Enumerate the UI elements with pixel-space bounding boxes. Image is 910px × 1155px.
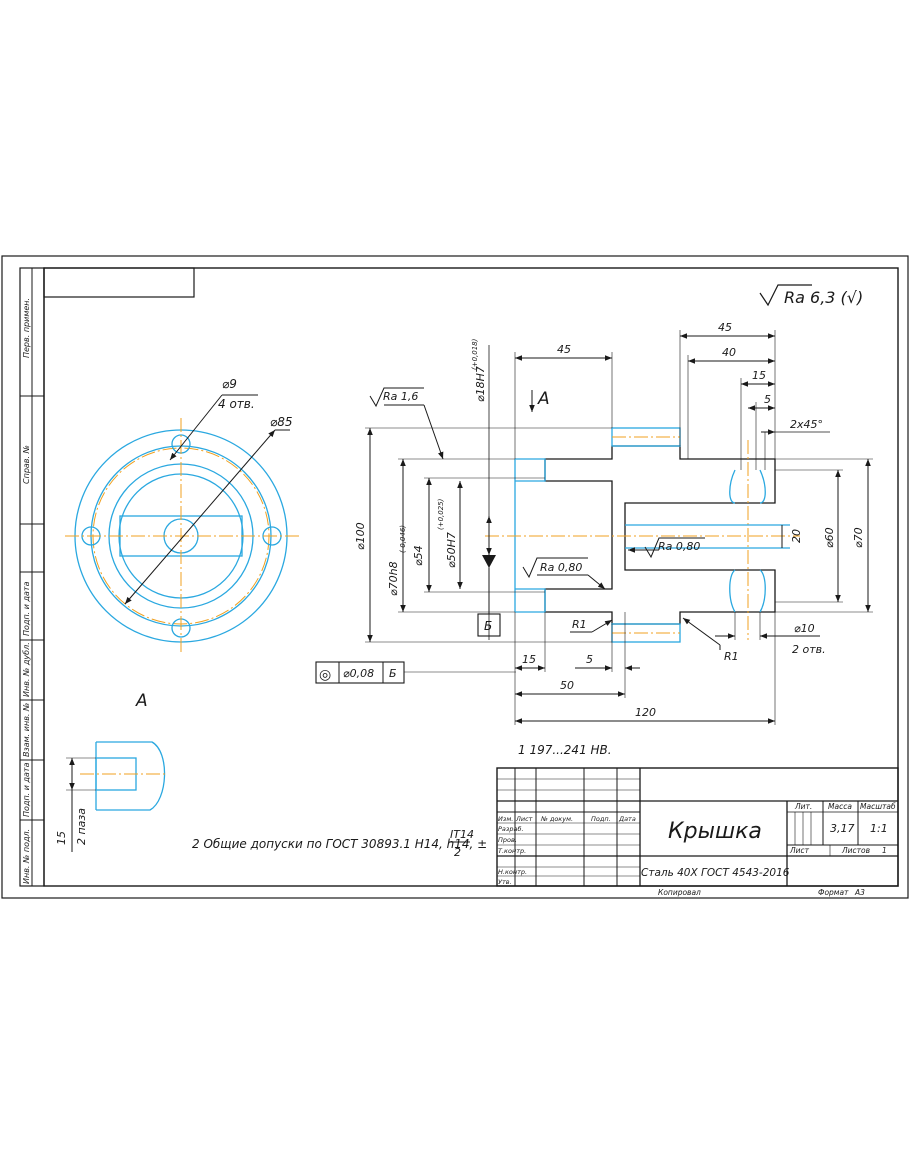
part-material: Сталь 40Х ГОСТ 4543-2016 [641, 867, 790, 879]
dim-d50: ⌀50H7 [445, 532, 458, 568]
dim-5-bot: 5 [586, 653, 593, 666]
strip-label-2: Справ. № [22, 445, 31, 484]
hdr-list: Лист [515, 815, 533, 823]
title-block: Изм. Лист № докум. Подп. Дата Разраб. Пр… [496, 767, 899, 887]
top-left-stamp-box [43, 267, 195, 298]
note-hardness: 1 197...241 HB. [518, 743, 612, 757]
part-name: Крышка [668, 819, 762, 844]
dim-45-left: 45 [557, 343, 571, 356]
strip-label-6: Подп. и дата [22, 762, 31, 817]
format-label: Формат [818, 888, 849, 897]
mass-value: 3,17 [830, 822, 855, 835]
outer-border [1, 255, 909, 899]
runout-frame: ◎ ⌀0,08 Б [315, 661, 516, 684]
strip-label-1: Перв. примен. [22, 298, 31, 358]
datum-label: Б [484, 619, 492, 633]
general-roughness-label: Ra 6,3 (√) [784, 288, 863, 307]
pcd-label: ⌀85 [270, 415, 293, 429]
dim-d70h8-tol: (-0,046) [399, 525, 407, 553]
front-view: ⌀9 4 отв. ⌀85 [65, 377, 300, 652]
radius-r1-b: R1 [724, 650, 739, 663]
hdr-doc: № докум. [540, 815, 573, 823]
dim-d60: ⌀60 [823, 527, 836, 548]
col-lit: Лит. [794, 802, 812, 811]
hole-leader [169, 394, 223, 461]
dim-5-top: 5 [764, 393, 771, 406]
runout-datum: Б [389, 667, 397, 680]
note-frac-num: IT14 [450, 828, 474, 841]
detail-dim-count: 2 паза [75, 808, 88, 845]
dim-15-top: 15 [752, 369, 766, 382]
sheet-label: Лист [789, 846, 810, 855]
side-strip: Перв. примен. Справ. № Подп. и дата Инв.… [19, 267, 45, 887]
dim-d18: ⌀18H7 [474, 366, 487, 402]
dim-d10: ⌀10 [794, 622, 815, 635]
dim-15-bot: 15 [522, 653, 536, 666]
section-view: ⌀100 ⌀70h8 (-0,046) ⌀54 ⌀50H7 (+0,025) ⌀… [354, 321, 873, 725]
note-tolerances: 2 Общие допуски по ГОСТ 30893.1 H14, h14… [192, 837, 487, 851]
format-value: А3 [854, 888, 865, 897]
runout-symbol: ◎ [319, 667, 331, 683]
ra-16-label: Ra 1,6 [383, 390, 418, 403]
role-approve: Утв. [498, 878, 512, 886]
ra-080-label-b: Ra 0,80 [658, 540, 700, 553]
hole-dia-label: ⌀9 [222, 377, 237, 391]
section-hatch [544, 445, 776, 625]
strip-label-7: Инв. № подл. [22, 829, 31, 884]
col-mass: Масса [828, 802, 852, 811]
role-check: Пров. [498, 836, 517, 844]
dim-d18-tol: (+0,018) [471, 338, 479, 370]
role-tcontr: Т.контр. [498, 847, 526, 855]
dim-d70h8: ⌀70h8 [387, 561, 400, 596]
role-ncontr: Н.контр. [498, 868, 527, 876]
radius-r1-a: R1 [572, 618, 587, 631]
detail-dim-15: 15 [55, 831, 68, 845]
pcd-leader [124, 429, 276, 605]
note-frac-den: 2 [454, 846, 461, 859]
sheets-label: Листов [841, 846, 870, 855]
hdr-izm: Изм. [498, 815, 513, 823]
dim-45-top: 45 [718, 321, 732, 334]
dim-d100: ⌀100 [354, 522, 367, 550]
dim-d10-count: 2 отв. [792, 643, 826, 656]
copied-label: Копировал [658, 888, 701, 897]
dim-120: 120 [635, 706, 656, 719]
dim-40: 40 [722, 346, 736, 359]
hdr-sign: Подп. [591, 815, 611, 823]
strip-label-3: Подп. и дата [22, 581, 31, 636]
hole-count-label: 4 отв. [218, 397, 255, 411]
hdr-date: Дата [618, 815, 636, 823]
detail-label: А [135, 691, 148, 711]
detail-view: А 15 2 паза [55, 691, 166, 852]
col-scale: Масштаб [860, 802, 896, 811]
strip-label-4: Инв. № дубл. [22, 642, 31, 697]
runout-value: ⌀0,08 [343, 667, 374, 680]
strip-label-5: Взам. инв. № [22, 703, 31, 757]
sheets-value: 1 [882, 846, 887, 855]
dim-d70: ⌀70 [852, 527, 865, 548]
scale-value: 1:1 [870, 822, 888, 835]
general-roughness: Ra 6,3 (√) [759, 284, 863, 307]
dim-20: 20 [790, 529, 803, 543]
dim-chamfer: 2x45° [790, 418, 823, 431]
role-dev: Разраб. [498, 825, 524, 833]
dim-50: 50 [560, 679, 574, 692]
dim-d54: ⌀54 [412, 545, 425, 566]
dim-d50-tol: (+0,025) [437, 498, 445, 530]
ra-080-label-a: Ra 0,80 [540, 561, 582, 574]
datum-box [477, 613, 501, 637]
view-mark-a: А [537, 389, 550, 409]
